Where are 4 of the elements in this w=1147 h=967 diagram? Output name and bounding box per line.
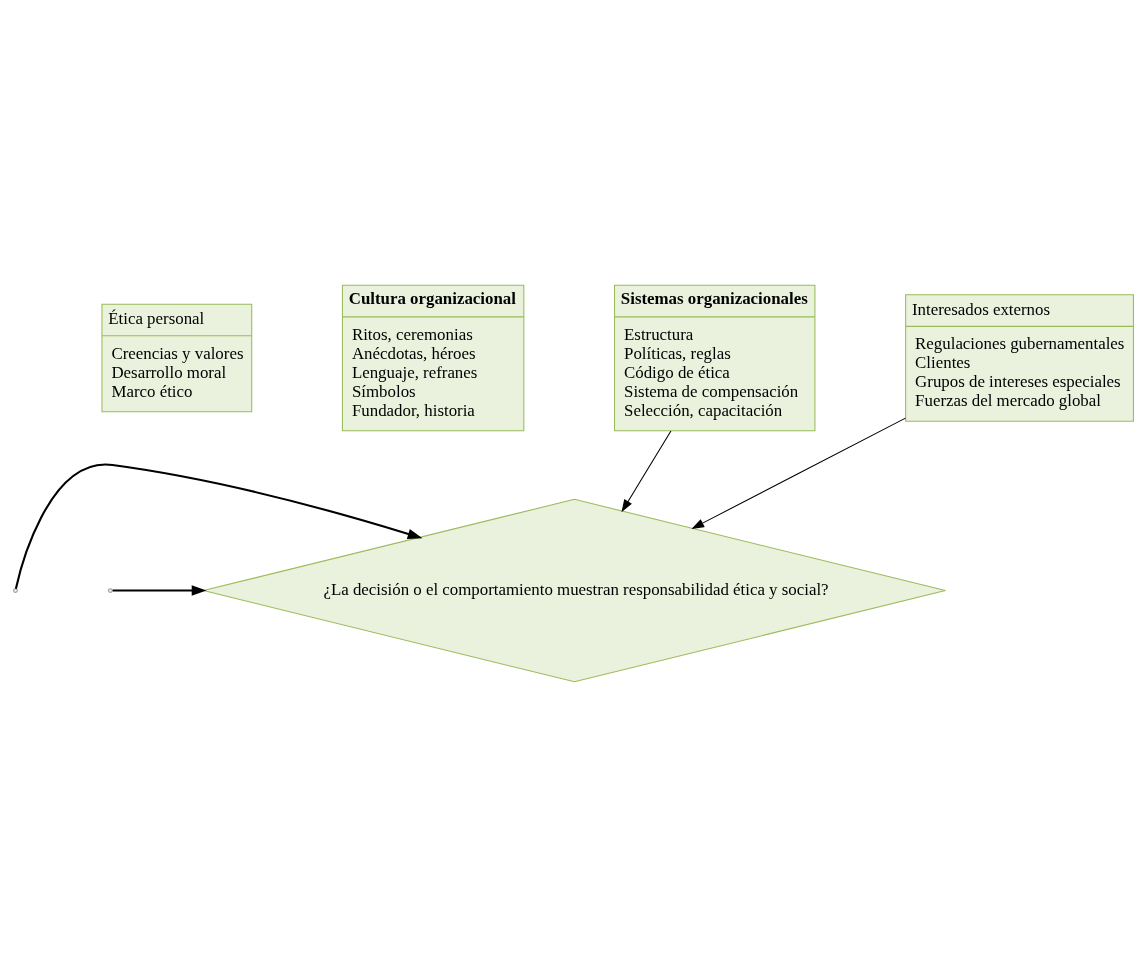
arrow: [691, 417, 906, 529]
arrow: [621, 430, 672, 513]
arrow: [112, 585, 207, 596]
arrow: [14, 464, 423, 589]
